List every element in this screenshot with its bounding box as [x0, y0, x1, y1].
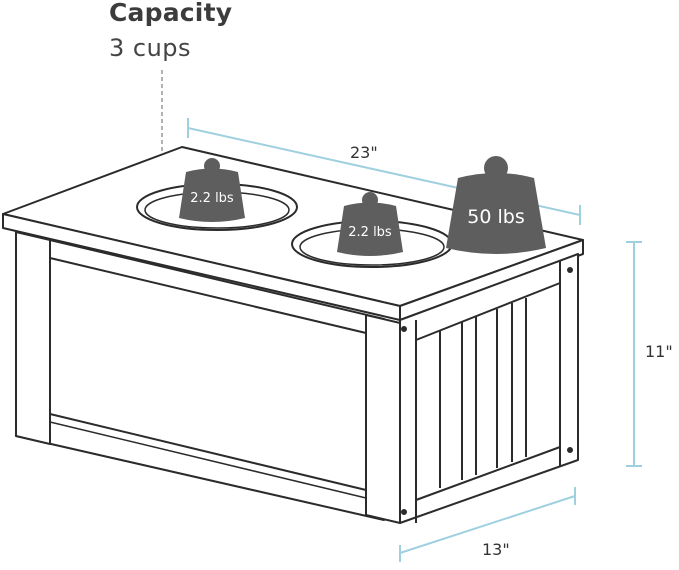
height-label: 11": [645, 342, 673, 361]
front-left-leg: [15, 231, 51, 445]
right-weight-label: 50 lbs: [467, 206, 524, 228]
width-label: 23": [350, 143, 378, 162]
side-bottom-rail: [415, 446, 561, 501]
front-top-rail: [49, 257, 367, 334]
screws: [401, 267, 573, 515]
height-dimension: [626, 241, 642, 467]
middle-weight-label: 2.2 lbs: [348, 225, 392, 240]
right-weight: [446, 156, 546, 254]
front-bottom-rail: [49, 413, 367, 491]
depth-dimension: [399, 487, 576, 562]
left-weight: [179, 158, 245, 222]
side-slats: [439, 298, 527, 488]
capacity-value: 3 cups: [109, 34, 192, 62]
feeder-top-side-edge: [399, 239, 584, 321]
middle-weight: [337, 192, 403, 256]
depth-label: 13": [482, 540, 510, 559]
feeder-stand: [2, 146, 584, 524]
capacity-title: Capacity: [109, 0, 233, 27]
front-right-leg: [365, 314, 401, 524]
left-weight-label: 2.2 lbs: [190, 191, 234, 206]
